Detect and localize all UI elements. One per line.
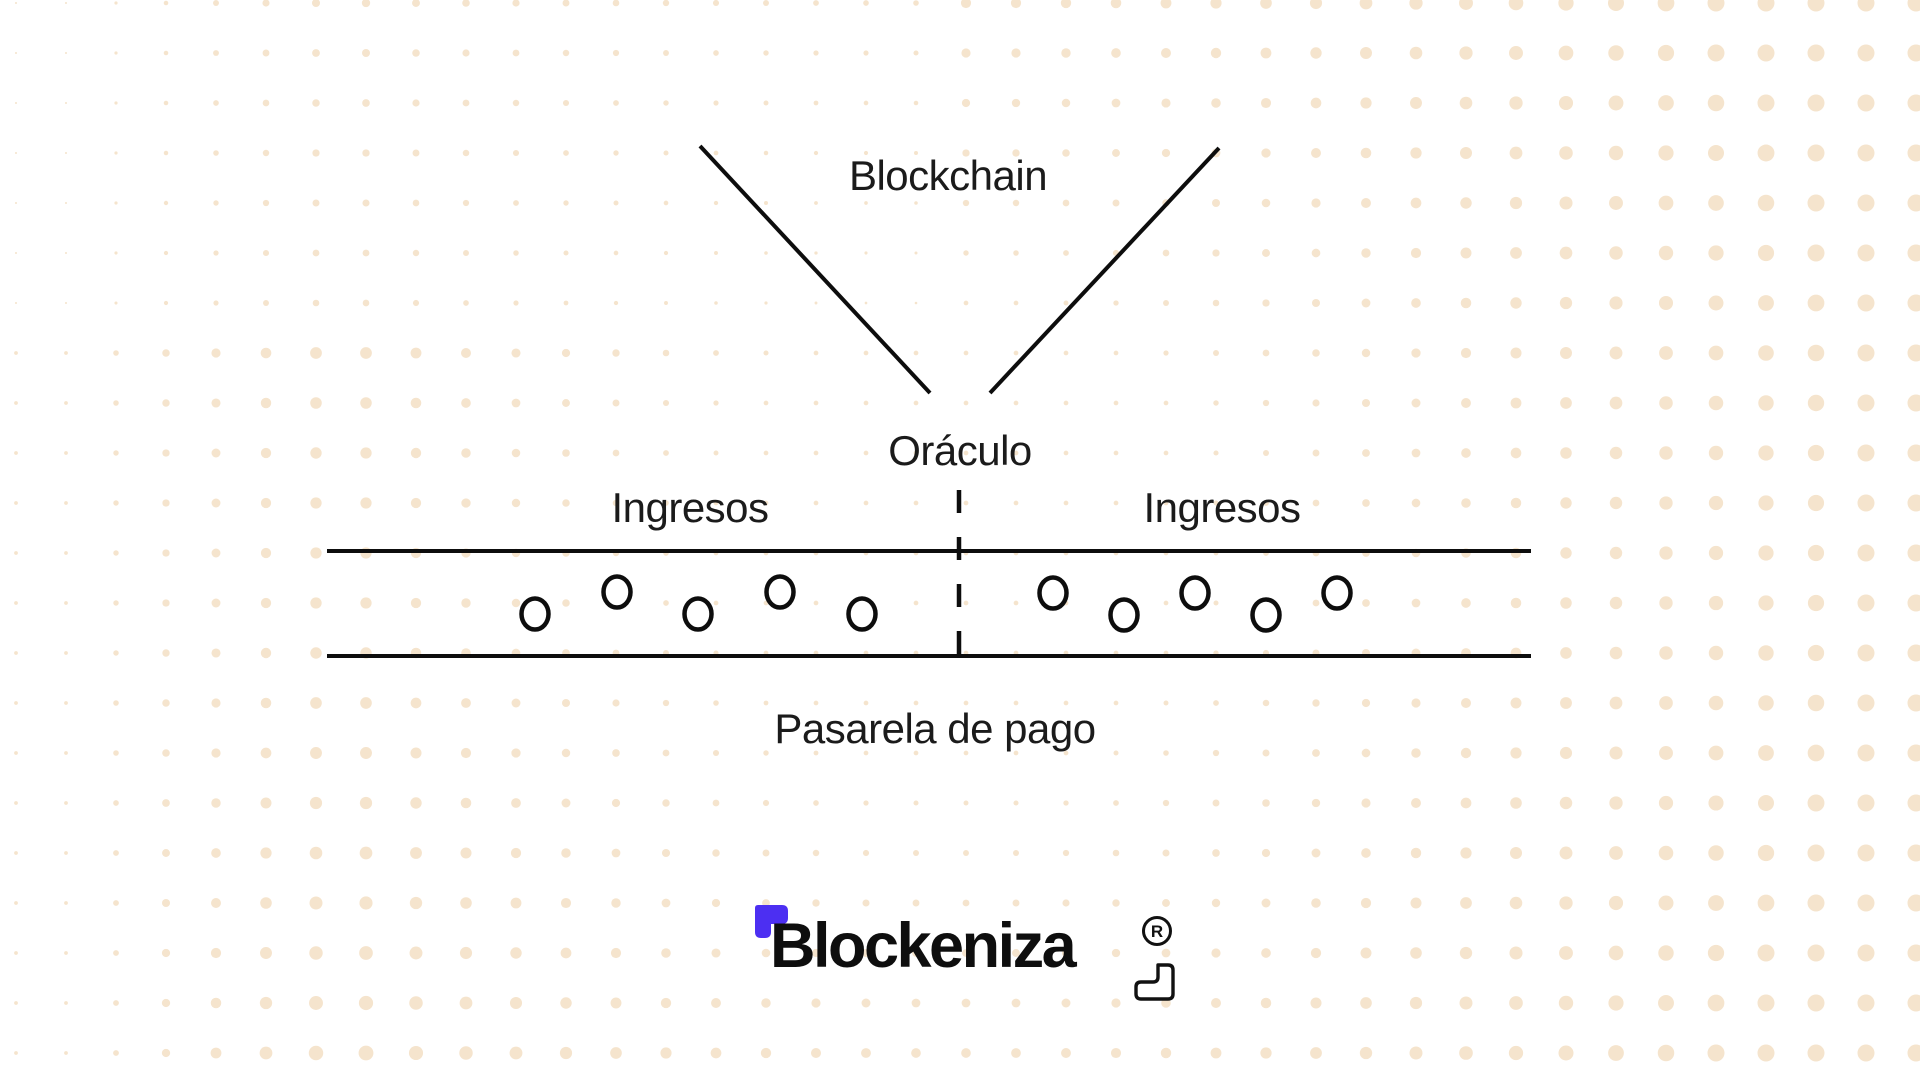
coin <box>519 596 551 632</box>
payment-gateway-label: Pasarela de pago <box>774 705 1096 752</box>
coin <box>682 596 714 632</box>
coin <box>1250 597 1282 633</box>
income-left-label: Ingresos <box>611 484 769 531</box>
blockchain-funnel-left-line <box>698 144 932 395</box>
blockchain-funnel-right-line <box>988 146 1221 395</box>
coin <box>1037 575 1069 611</box>
coin <box>601 574 633 610</box>
coin <box>1321 575 1353 611</box>
coin <box>764 574 796 610</box>
blockchain-label: Blockchain <box>848 152 1048 199</box>
income-right-label: Ingresos <box>1143 484 1301 531</box>
coin <box>1179 575 1211 611</box>
coin <box>846 596 878 632</box>
coin <box>1108 597 1140 633</box>
oracle-label: Oráculo <box>888 427 1032 474</box>
